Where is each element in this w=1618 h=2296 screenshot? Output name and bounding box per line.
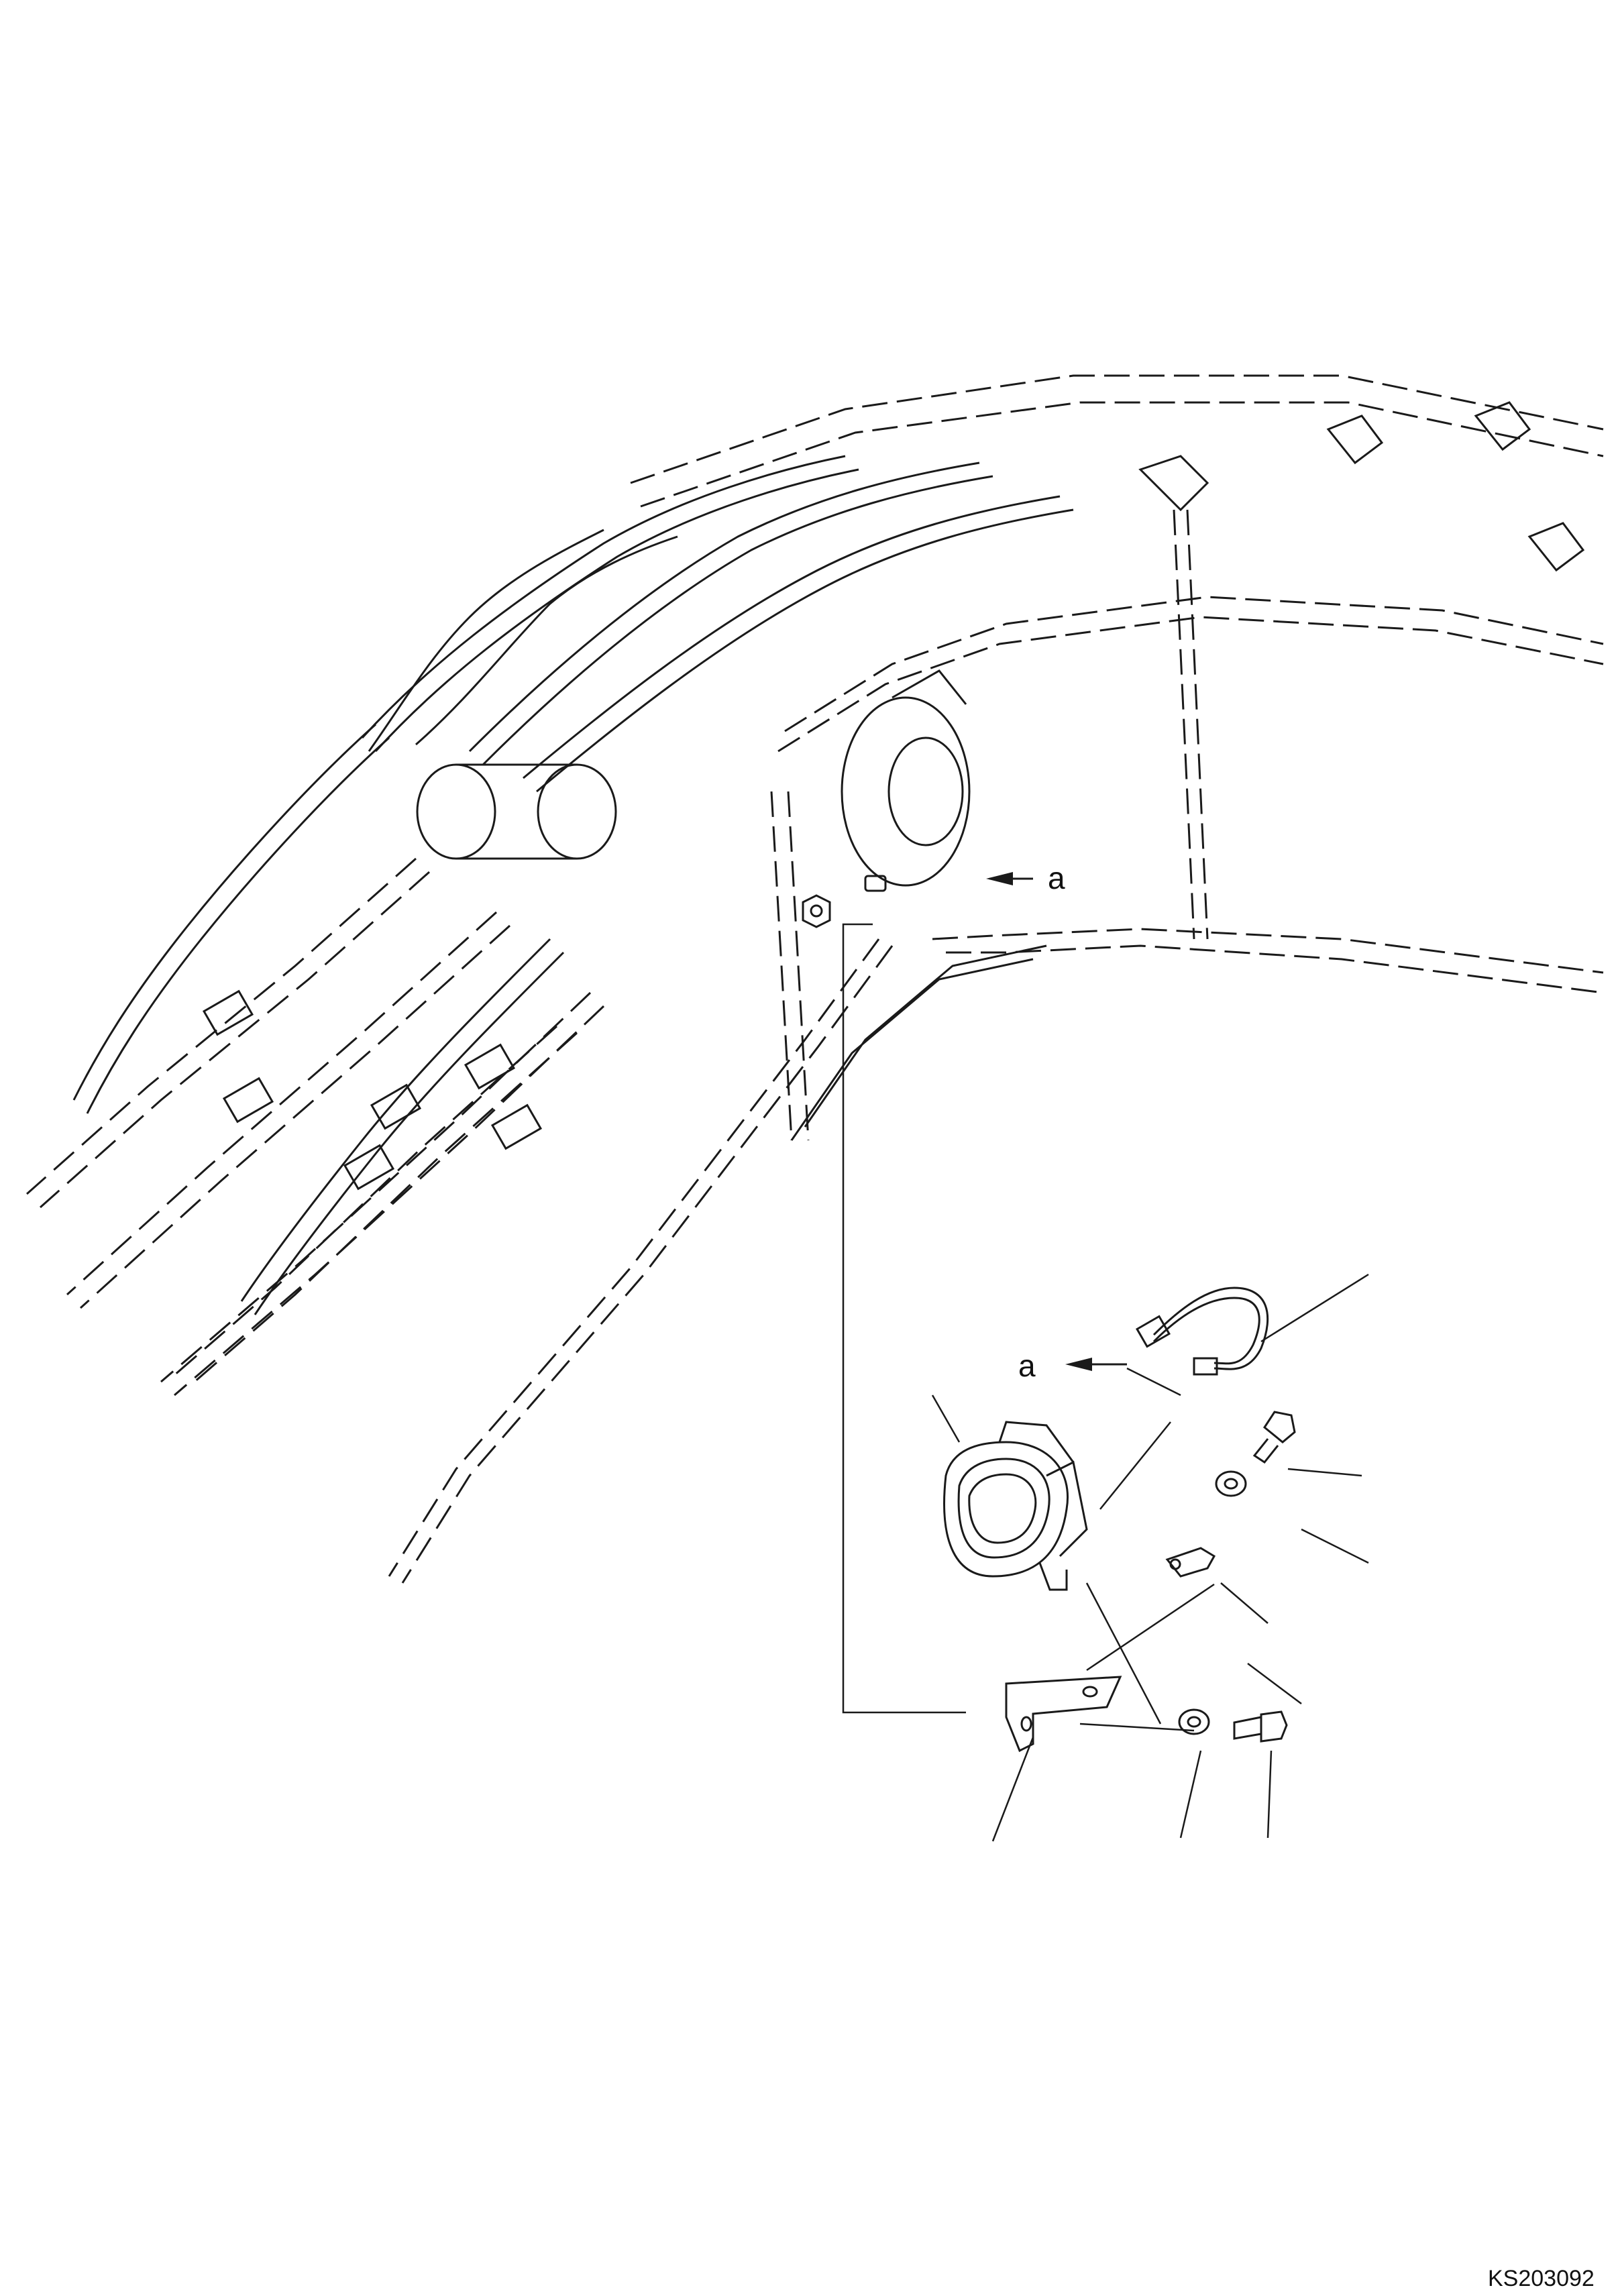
leader-lines <box>842 923 1369 1842</box>
callout-arrow-lower <box>1065 1358 1127 1371</box>
mounting-nut <box>802 894 831 928</box>
drawing-code: KS203092 <box>1488 2266 1595 2291</box>
cable-clip-icon <box>1165 1547 1216 1578</box>
callout-label-upper: a <box>1048 861 1065 895</box>
bolt-icon <box>1233 1411 1296 1743</box>
boom-structure <box>26 374 1604 1584</box>
callout-arrow-upper <box>986 872 1033 885</box>
wiring-harness-icon <box>1135 1287 1269 1376</box>
work-lamp-icon <box>943 1421 1088 1591</box>
lamp-position-marker <box>864 875 887 892</box>
callout-label-lower: a <box>1018 1348 1036 1383</box>
bracket-icon <box>1005 1676 1122 1753</box>
washer-icon <box>1178 1470 1247 1735</box>
